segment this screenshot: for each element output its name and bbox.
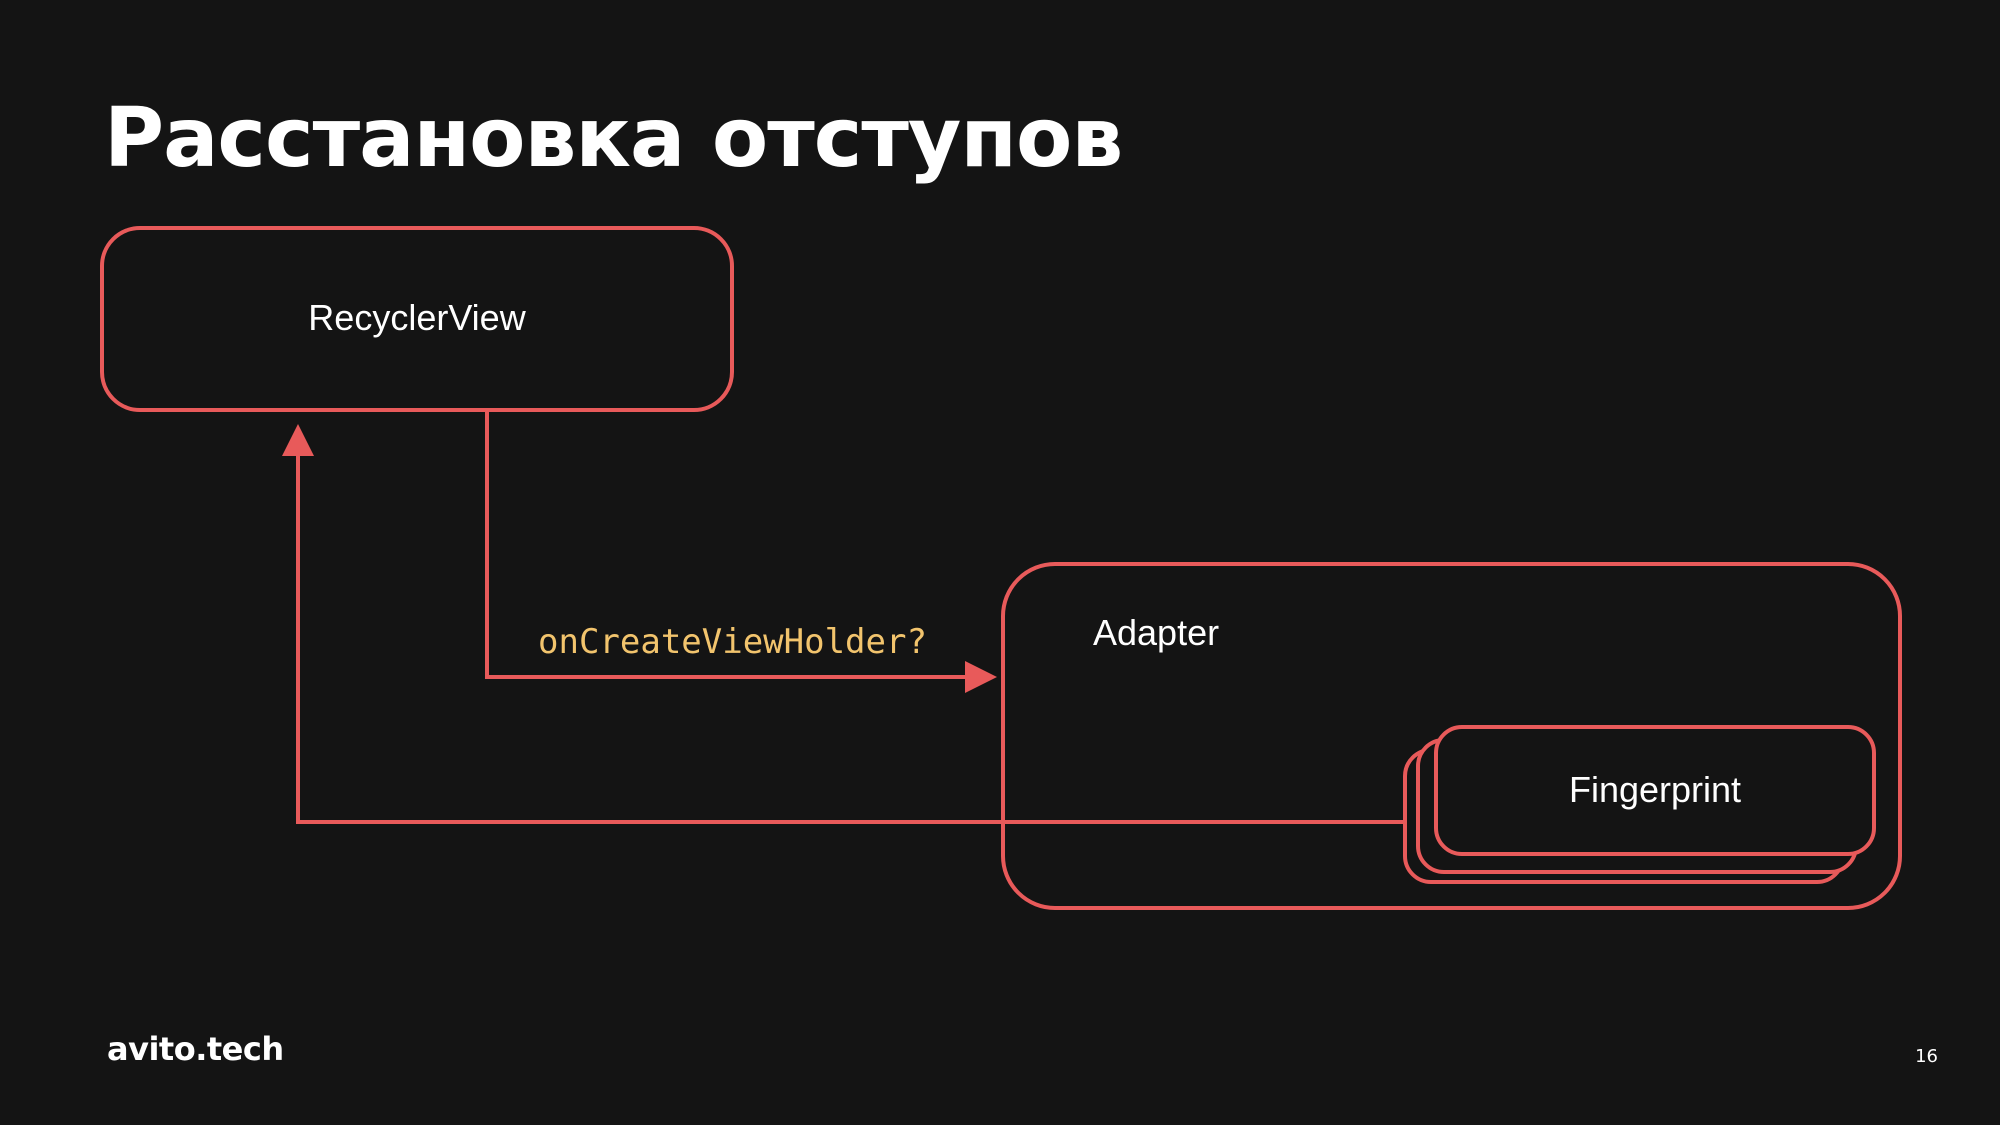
recyclerview-label: RecyclerView (308, 297, 526, 338)
fingerprint-label: Fingerprint (1569, 769, 1741, 810)
fingerprint-box-front (1434, 725, 1876, 856)
create-call-arrow (485, 410, 997, 693)
adapter-node: Adapter (1001, 562, 1902, 910)
create-call-label: onCreateViewHolder? (538, 622, 927, 662)
avito-tech-logo: avito.tech (107, 1030, 284, 1068)
page-number: 16 (1915, 1046, 1938, 1067)
adapter-box (1001, 562, 1902, 910)
recyclerview-node: RecyclerView (100, 226, 734, 412)
return-arrow (282, 424, 1405, 824)
adapter-label: Adapter (1093, 612, 1219, 653)
fingerprint-node-stack: Fingerprint (1403, 725, 1876, 884)
slide-title: Расстановка отступов (104, 91, 1123, 186)
recyclerview-box (100, 226, 734, 412)
